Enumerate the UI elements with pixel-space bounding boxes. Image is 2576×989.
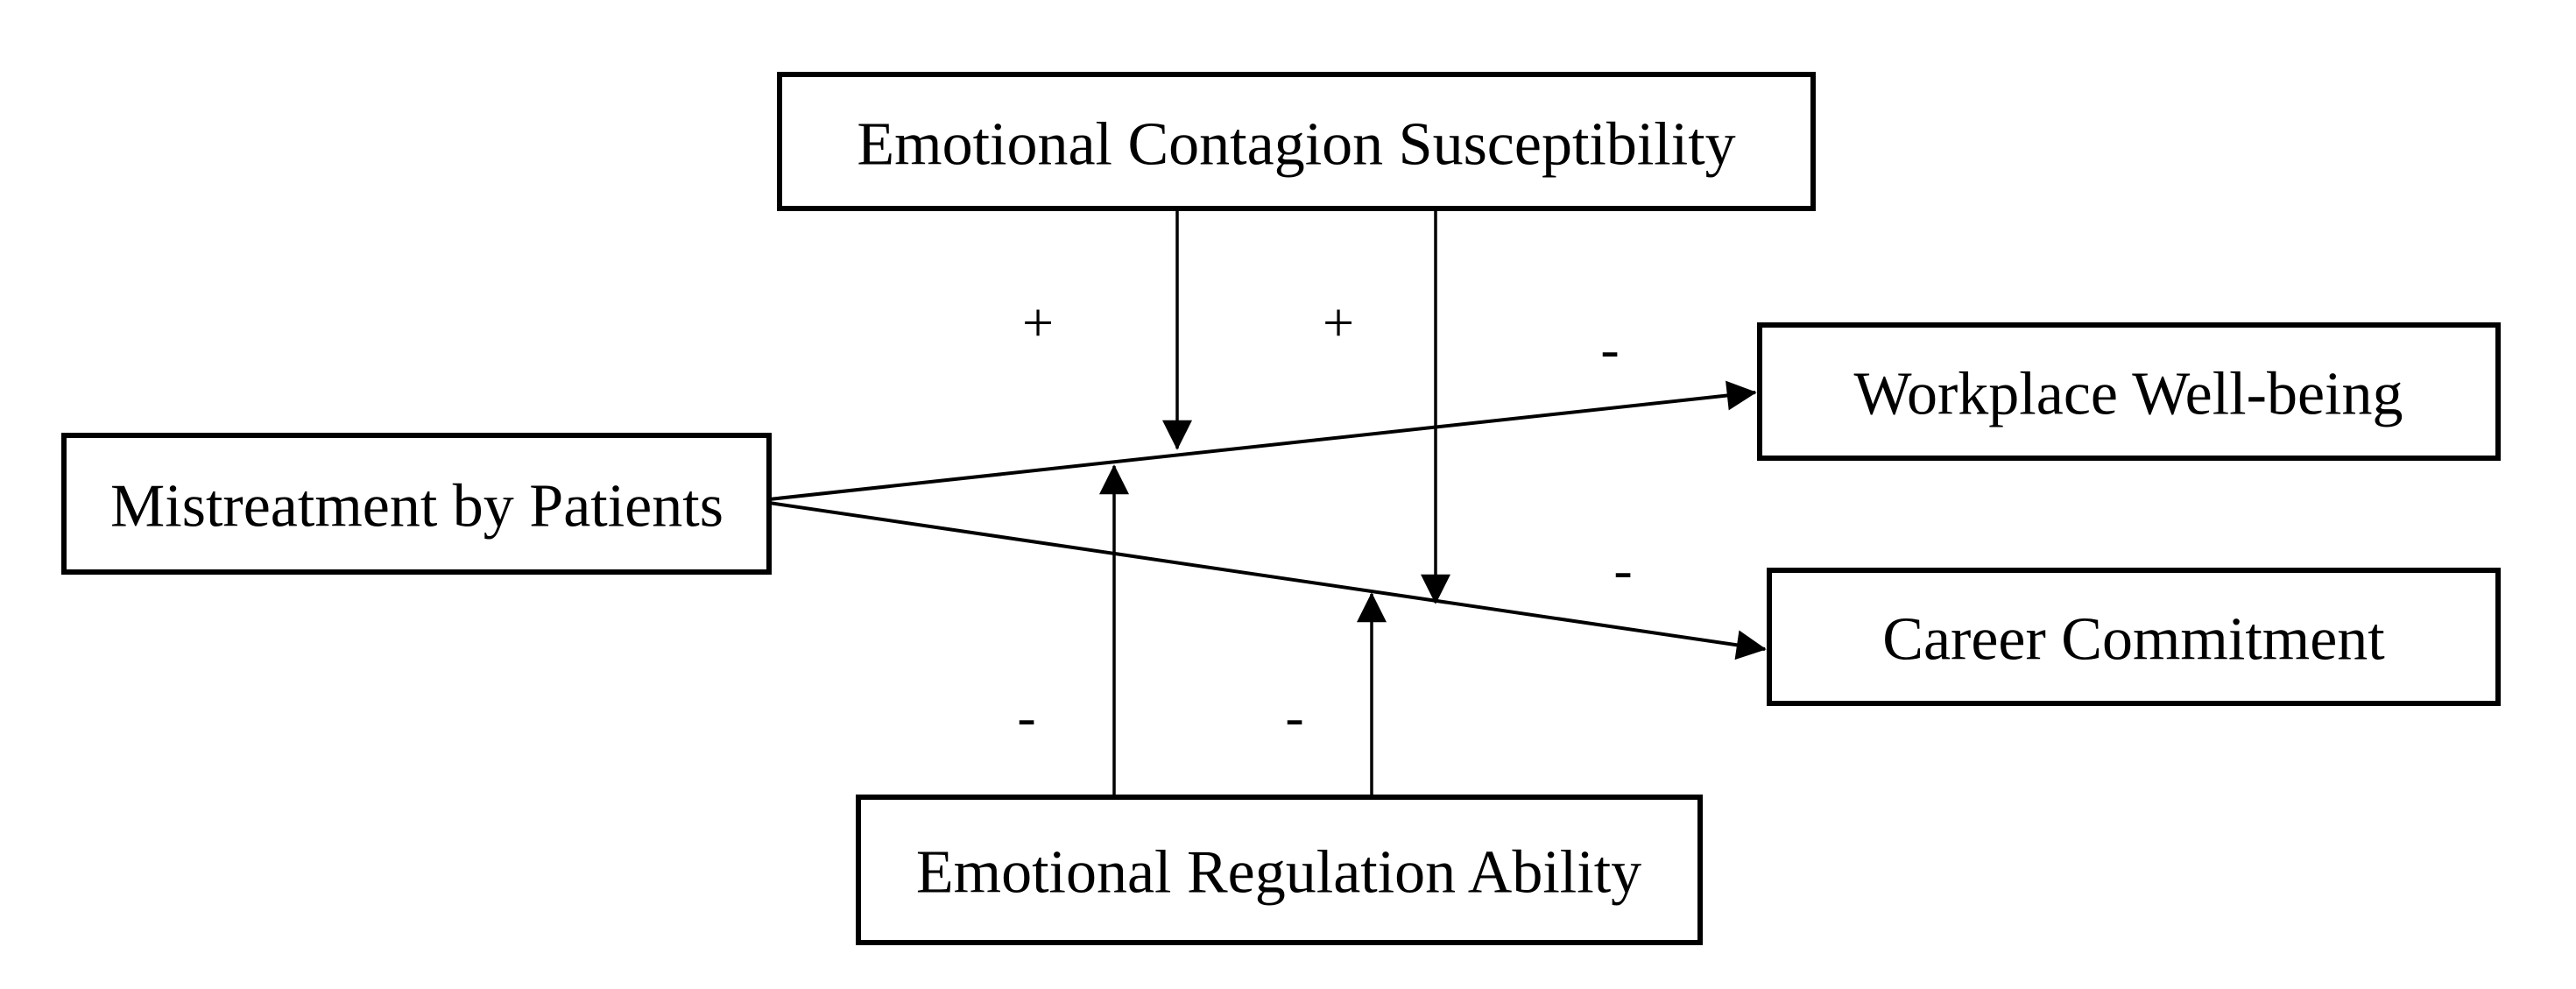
sign-regulation-wellbeing-minus: - (1017, 686, 1035, 748)
box-emotional-contagion-susceptibility (777, 72, 1816, 211)
label-career-commitment: Career Commitment (1882, 606, 2385, 674)
label-workplace-well-being: Workplace Well-being (1854, 361, 2403, 428)
label-emotional-contagion-susceptibility: Emotional Contagion Susceptibility (857, 111, 1735, 179)
box-emotional-regulation-ability (856, 795, 1703, 945)
arrow-mistreatment-to-wellbeing (768, 380, 1757, 501)
box-workplace-well-being (1757, 322, 2501, 461)
label-emotional-regulation-ability: Emotional Regulation Ability (916, 839, 1641, 907)
box-career-commitment (1767, 568, 2501, 706)
arrow-mistreatment-to-career (768, 501, 1767, 661)
label-mistreatment-by-patients: Mistreatment by Patients (110, 473, 723, 540)
sign-contagion-career-plus: + (1323, 292, 1354, 354)
box-mistreatment-by-patients (61, 433, 772, 575)
sign-contagion-wellbeing-plus: + (1022, 292, 1054, 354)
sign-mistreatment-wellbeing-minus: - (1600, 318, 1619, 380)
sign-regulation-career-minus: - (1285, 686, 1303, 748)
sign-mistreatment-career-minus: - (1613, 539, 1632, 601)
